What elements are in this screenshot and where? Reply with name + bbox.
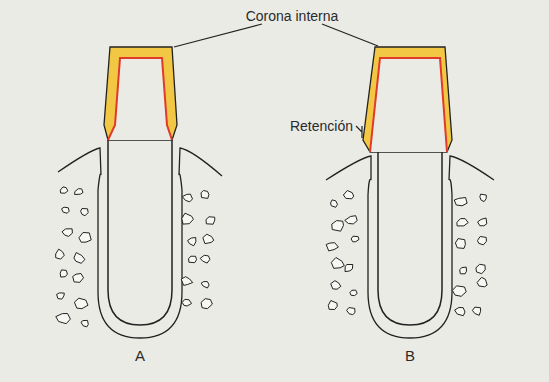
bone-cell <box>454 198 467 206</box>
bone-cell <box>73 274 84 283</box>
bone-cell <box>457 219 468 226</box>
tooth-b <box>326 47 494 338</box>
bone-cell <box>331 258 344 269</box>
bone-cell <box>75 189 83 195</box>
bone-cell <box>472 307 480 315</box>
bone-cell <box>189 256 197 263</box>
bone-cell <box>455 239 465 249</box>
bone-cell <box>60 187 68 193</box>
bone-cell <box>56 314 71 324</box>
bone-cell <box>350 290 357 296</box>
leader-line <box>322 24 378 46</box>
bone-cell <box>326 243 338 251</box>
bone-cell <box>182 194 192 202</box>
bone-cell <box>480 194 487 202</box>
bone-cell <box>57 293 65 299</box>
bone-cell <box>345 265 353 272</box>
bone-cell <box>328 301 337 310</box>
bone-cell <box>455 308 465 316</box>
bone-cell <box>201 299 212 309</box>
bone-cell <box>345 216 358 224</box>
bone-cell <box>79 233 91 243</box>
bone-cell <box>81 209 89 216</box>
bone-cell <box>201 191 209 199</box>
bone-cell <box>452 286 466 297</box>
bone-cell <box>203 234 214 243</box>
bone-cell <box>62 207 70 213</box>
bone-cell <box>74 253 85 264</box>
bone-cell <box>201 282 209 288</box>
bone-cell <box>181 277 193 286</box>
bone-cell <box>460 267 467 274</box>
bone-cell <box>62 229 72 237</box>
tooth-a <box>58 47 222 338</box>
bone-cell <box>477 277 487 286</box>
bone-cell <box>478 218 487 226</box>
bone-cell <box>343 191 353 199</box>
bone-cell <box>478 237 487 245</box>
bone-cells <box>56 187 488 327</box>
bone-cell <box>74 298 88 309</box>
figure-letter: B <box>405 348 415 364</box>
bone-cell <box>476 264 485 273</box>
bone-cell <box>81 320 88 327</box>
leader-line <box>174 24 262 47</box>
bone-cell <box>188 238 196 246</box>
bone-cell <box>347 308 355 315</box>
part-label: Corona interna <box>246 8 339 24</box>
bone-cell <box>60 270 67 277</box>
bone-cell <box>56 249 65 259</box>
bone-cell <box>200 255 210 263</box>
bone-cell <box>351 236 359 242</box>
figure-letter: A <box>135 348 145 364</box>
bone-cell <box>182 299 191 306</box>
part-label: Retención <box>290 118 353 134</box>
retention-mark <box>356 126 362 138</box>
bone-cell <box>332 221 344 232</box>
bone-cell <box>206 217 215 224</box>
bone-cell <box>182 213 194 224</box>
bone-cell <box>331 200 338 207</box>
bone-cell <box>331 281 341 290</box>
